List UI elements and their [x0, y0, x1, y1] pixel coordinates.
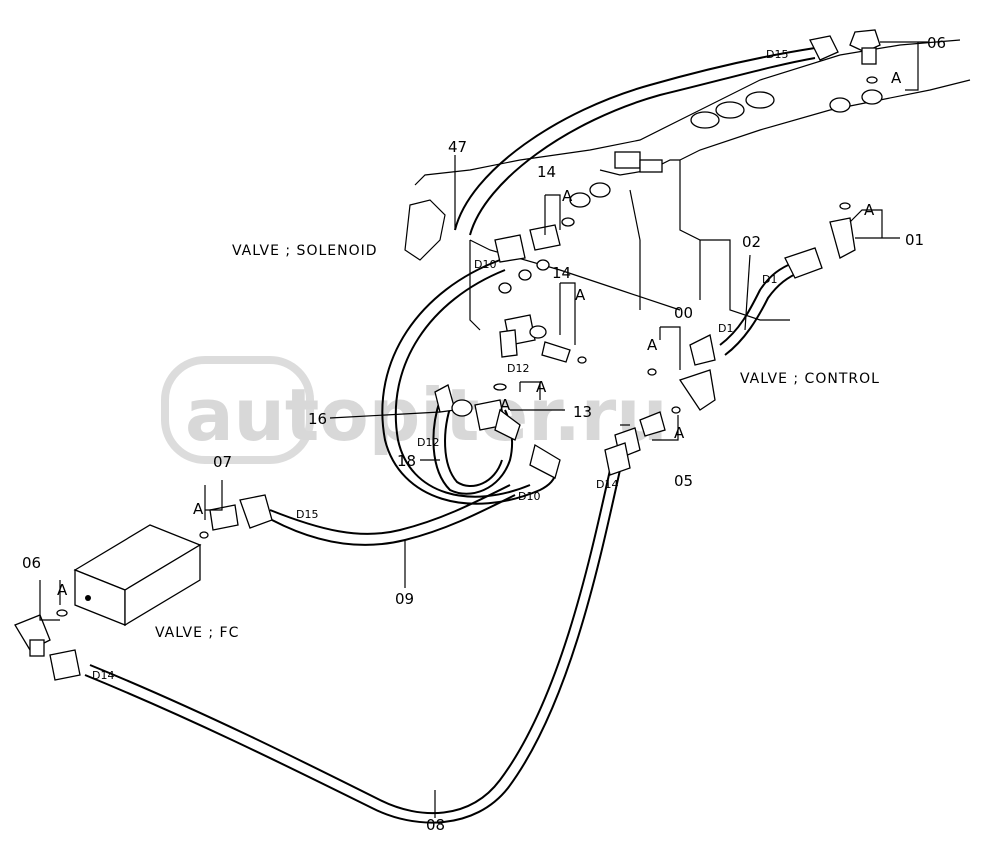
dimension-code-d12: D12 — [417, 436, 439, 449]
part-number-47: 47 — [448, 138, 467, 156]
watermark-text: autopiter.ru — [185, 373, 668, 457]
part-number-01: 01 — [905, 231, 924, 249]
part-number-05: 05 — [674, 472, 693, 490]
fc-valve-block — [73, 524, 202, 627]
detail-mark-a: A — [674, 424, 685, 442]
part-number-08: 08 — [426, 816, 445, 834]
part-number-14-lower: 14 — [552, 264, 571, 282]
detail-mark-a: A — [57, 581, 68, 599]
control-valve-label: VALVE ; CONTROL — [740, 371, 880, 387]
detail-mark-a: A — [891, 69, 902, 87]
fc-valve-label: VALVE ; FC — [155, 625, 239, 641]
part-number-02: 02 — [742, 233, 761, 251]
part-number-16: 16 — [308, 410, 327, 428]
watermark: autopiter.ru — [161, 356, 668, 464]
detail-mark-a: A — [536, 378, 547, 396]
detail-mark-a: A — [193, 500, 204, 518]
part-number-14-upper: 14 — [537, 163, 556, 181]
detail-mark-a: A — [575, 286, 586, 304]
dimension-code-d12: D12 — [507, 362, 529, 375]
part-number-09: 09 — [395, 590, 414, 608]
dimension-code-d15: D15 — [766, 48, 788, 61]
dimension-code-d1: D1 — [762, 273, 777, 286]
part-number-06-top: 06 — [927, 34, 946, 52]
detail-mark-a: A — [864, 201, 875, 219]
dimension-code-d10: D10 — [474, 258, 496, 271]
part-number-18: 18 — [397, 452, 416, 470]
detail-mark-a: A — [562, 187, 573, 205]
detail-mark-a: A — [500, 396, 511, 414]
fittings — [14, 29, 881, 681]
control-valve-body — [404, 39, 971, 331]
dimension-code-d14: D14 — [92, 669, 114, 682]
dimension-code-d1: D1 — [718, 322, 733, 335]
hoses — [84, 47, 816, 824]
detail-mark-a: A — [647, 336, 658, 354]
part-number-00: 00 — [674, 304, 693, 322]
dimension-code-d14: D14 — [596, 478, 618, 491]
dimension-code-d10: D10 — [518, 490, 540, 503]
dimension-code-d15: D15 — [296, 508, 318, 521]
leader-lines — [39, 41, 928, 818]
part-number-13: 13 — [573, 403, 592, 421]
part-number-06-left: 06 — [22, 554, 41, 572]
part-number-07: 07 — [213, 453, 232, 471]
solenoid-valve-label: VALVE ; SOLENOID — [232, 243, 378, 259]
